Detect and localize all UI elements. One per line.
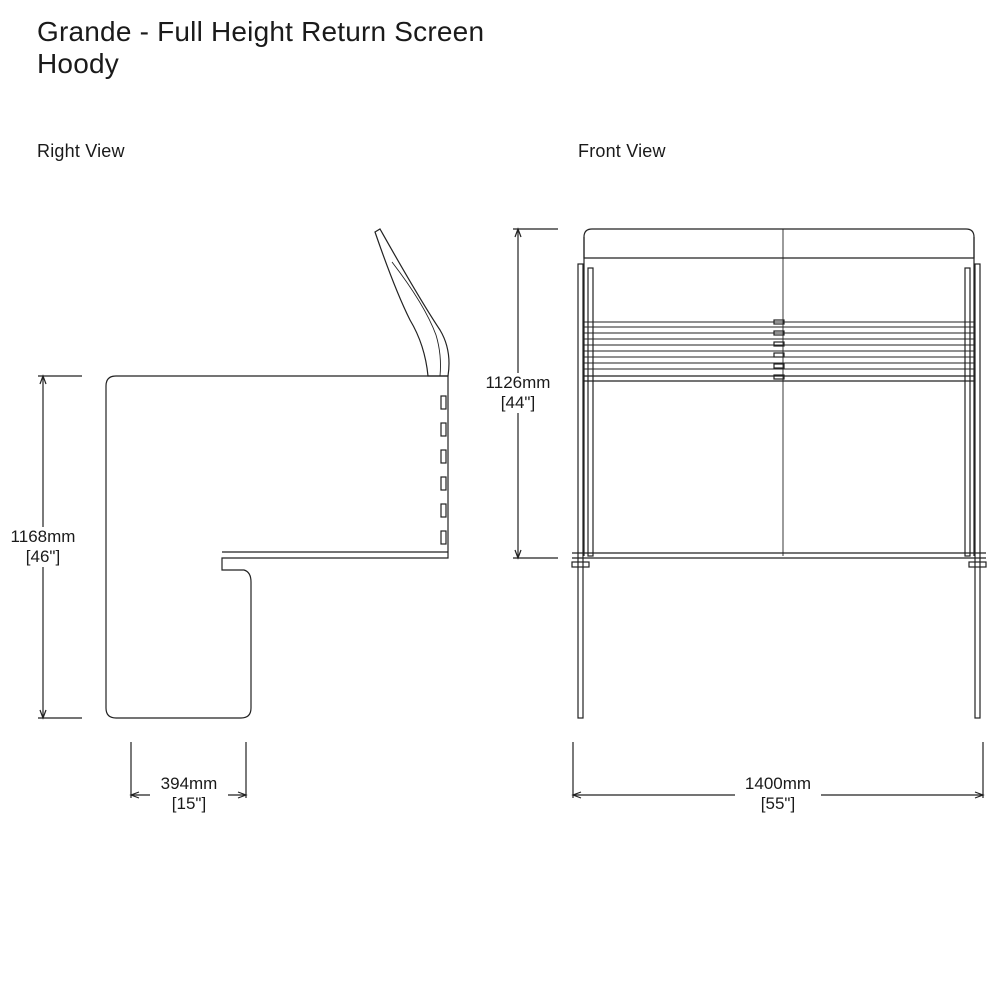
center-clip-2 [773,330,785,336]
front-height-mm: 1126mm [485,373,551,392]
center-clip-3 [773,341,785,347]
right-depth-dimension-label: 394mm [15"] [150,774,228,814]
front-height-arrow-top [514,227,522,238]
product-title: Grande - Full Height Return Screen [37,16,485,47]
front-width-in: [55"] [760,794,796,813]
left-post [587,267,594,557]
center-clip-1 [773,319,785,325]
product-subtitle: Hoody [37,48,119,79]
right-height-in: [46"] [25,547,61,566]
right-leg [974,263,981,719]
center-clip-4 [773,352,785,358]
right-height-mm: 1168mm [10,527,76,546]
right-height-arrow-top [39,374,47,385]
clamp-slot-5 [440,503,447,518]
desk-side-profile [105,375,449,719]
front-width-arrow-right [974,791,985,799]
front-height-in: [44"] [500,393,536,412]
clamp-slot-4 [440,476,447,491]
clamp-slot-3 [440,449,447,464]
center-clip-5 [773,363,785,369]
right-foot-bracket [968,561,987,568]
front-width-dimension-label: 1400mm [55"] [735,774,821,814]
right-post [964,267,971,557]
front-height-arrow-bottom [514,549,522,560]
center-clip-6 [773,374,785,380]
right-depth-mm: 394mm [160,774,218,793]
front-view-drawing [513,227,987,799]
right-height-arrow-bottom [39,709,47,720]
clamp-slot-2 [440,422,447,437]
right-height-dimension-label: 1168mm [46"] [4,527,82,567]
screen-profile [374,228,450,377]
front-width-arrow-left [571,791,582,799]
front-width-mm: 1400mm [744,774,812,793]
right-view-label: Right View [37,141,125,161]
left-leg [577,263,584,719]
screen-panel [583,228,975,259]
drawing-title: Grande - Full Height Return Screen Hoody [37,16,484,80]
right-depth-arrow-right [237,791,248,799]
front-height-dimension-label: 1126mm [44"] [479,373,557,413]
right-depth-arrow-left [129,791,140,799]
screen-inner-curve [391,261,441,377]
right-view-drawing [38,228,450,799]
left-foot-bracket [571,561,590,568]
clamp-slot-6 [440,530,447,545]
right-depth-in: [15"] [171,794,207,813]
front-view-label: Front View [578,141,666,161]
clamp-slot-1 [440,395,447,410]
